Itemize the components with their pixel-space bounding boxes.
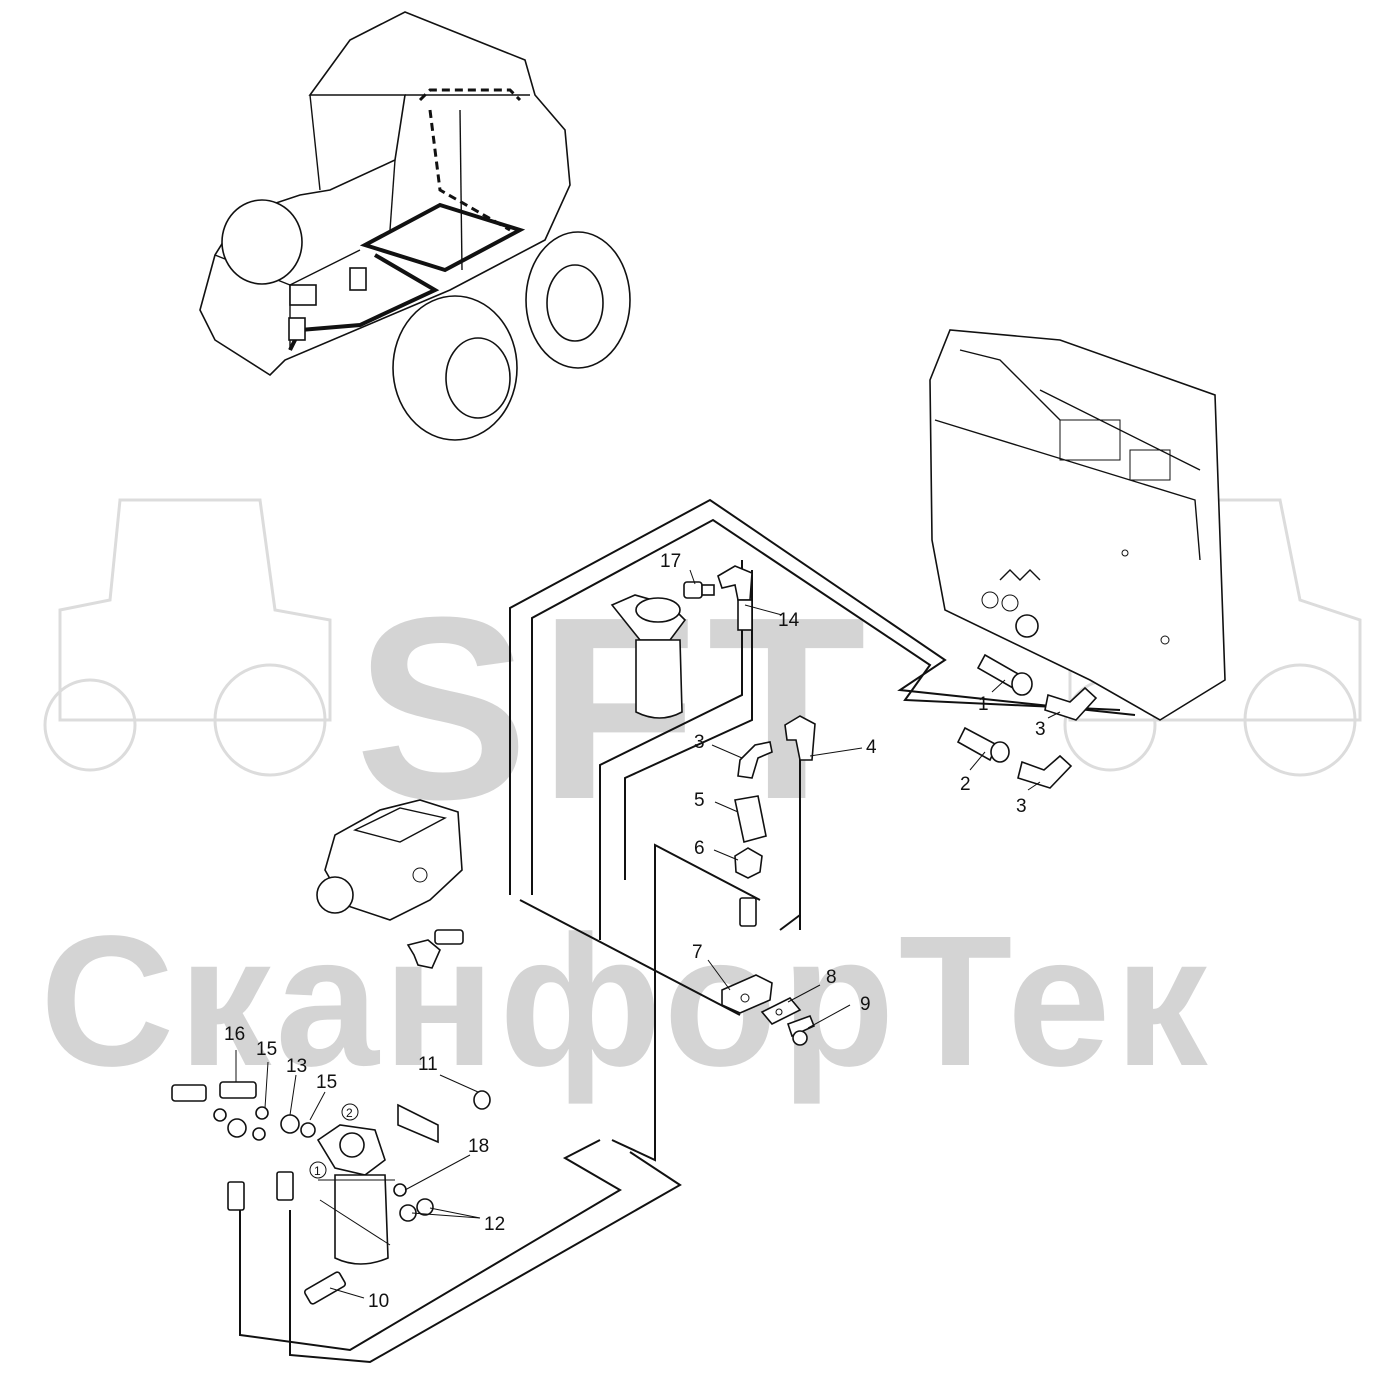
elbow-3a xyxy=(1044,686,1098,721)
callout-5: 5 xyxy=(694,790,705,811)
bolts-12 xyxy=(393,1183,434,1222)
hose-fitting xyxy=(739,897,757,927)
chassis-panel xyxy=(929,329,1226,721)
callout-13: 13 xyxy=(286,1056,307,1077)
hose-2 xyxy=(956,726,1010,763)
elbow-4 xyxy=(784,715,816,761)
filter-assembly-upper xyxy=(610,594,687,719)
pump-elbow xyxy=(406,929,464,969)
callout-9: 9 xyxy=(860,994,871,1015)
callout-1: 1 xyxy=(978,694,989,715)
callout-4: 4 xyxy=(866,737,877,758)
port-mark-circle xyxy=(309,1161,327,1179)
callout-3: 3 xyxy=(1016,796,1027,817)
callout-15: 15 xyxy=(256,1039,277,1060)
port-mark-2: 2 xyxy=(346,1106,353,1120)
callout-16: 16 xyxy=(224,1024,245,1045)
callout-2: 2 xyxy=(960,774,971,795)
filter-assembly-lower xyxy=(316,1124,389,1265)
watermark-tractor-left xyxy=(43,498,332,777)
pump xyxy=(316,799,463,921)
callout-12: 12 xyxy=(484,1214,505,1235)
elbow-3b xyxy=(1017,754,1073,789)
callout-14: 14 xyxy=(778,610,800,631)
callout-8: 8 xyxy=(826,967,837,988)
callout-18: 18 xyxy=(468,1136,489,1157)
tractor-overview xyxy=(199,11,631,441)
callout-3: 3 xyxy=(1035,719,1046,740)
banjo-fittings xyxy=(171,1081,316,1211)
callout-6: 6 xyxy=(694,838,705,859)
cover-5 xyxy=(734,795,767,843)
callouts: 1 2 3 3 3 4 5 6 7 8 9 10 11 12 13 14 15 … xyxy=(224,551,1046,1312)
bolt-9 xyxy=(786,1014,816,1046)
hose-1 xyxy=(976,653,1033,696)
elbow-3c xyxy=(737,741,773,779)
callout-10: 10 xyxy=(368,1291,389,1312)
bolt-10 xyxy=(303,1271,347,1305)
callout-15: 15 xyxy=(316,1072,337,1093)
block-7 xyxy=(721,974,773,1014)
valve-6 xyxy=(734,847,763,879)
callout-7: 7 xyxy=(692,942,703,963)
bracket-11 xyxy=(397,1090,491,1144)
callout-3: 3 xyxy=(694,732,705,753)
port-marks: 2 1 xyxy=(309,1103,359,1179)
port-mark-1: 1 xyxy=(314,1164,321,1178)
fitting-17 xyxy=(683,581,715,599)
callout-11: 11 xyxy=(418,1054,438,1075)
port-mark-circle xyxy=(341,1103,359,1121)
callout-17: 17 xyxy=(660,551,681,572)
leader-lines xyxy=(235,569,1061,1299)
elbow-14 xyxy=(717,565,753,631)
plate-8 xyxy=(760,997,802,1025)
